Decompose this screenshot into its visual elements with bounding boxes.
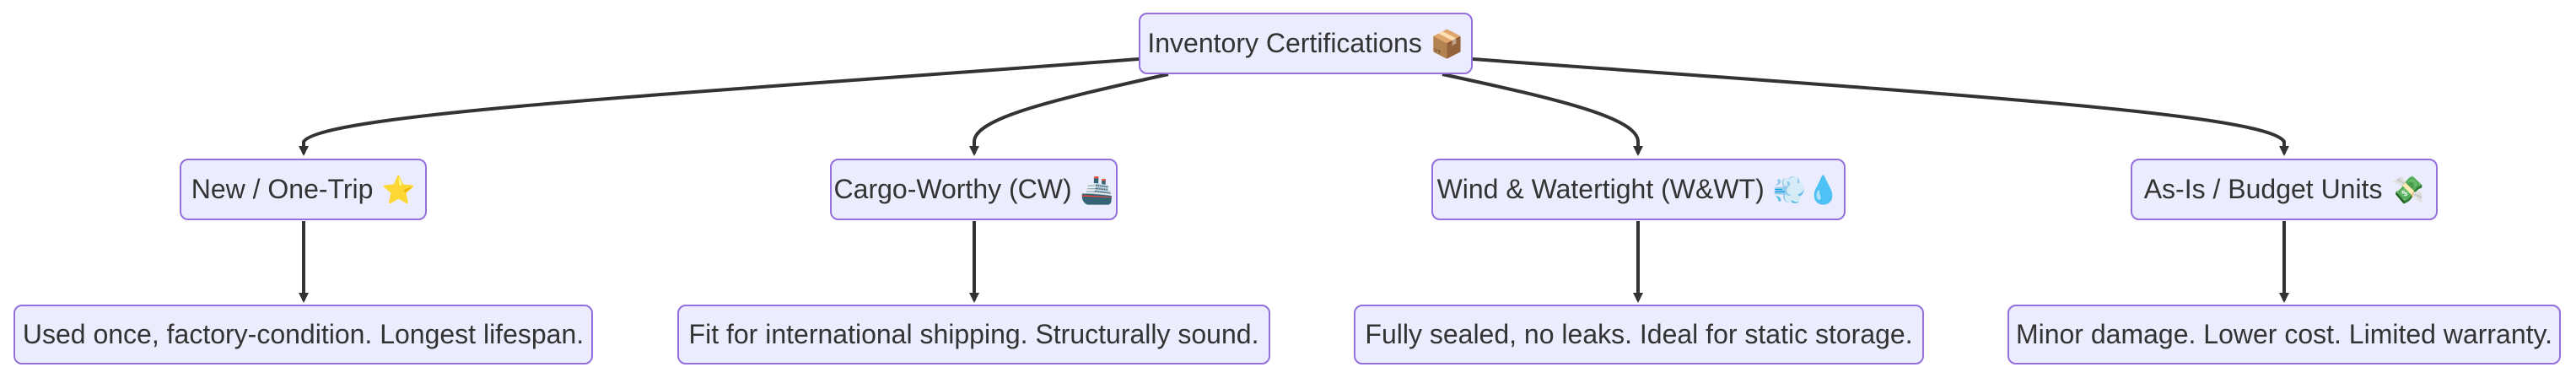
- description-text: Used once, factory-condition. Longest li…: [22, 319, 585, 349]
- root-label: Inventory Certifications: [1147, 28, 1422, 58]
- category-node-cargo-worthy: Cargo-Worthy (CW) 🚢: [830, 159, 1118, 220]
- category-label: Wind & Watertight (W&WT): [1436, 174, 1765, 204]
- category-label: Cargo-Worthy (CW): [833, 174, 1072, 204]
- ship-icon: 🚢: [1080, 174, 1114, 205]
- category-node-as-is: As-Is / Budget Units 💸: [2131, 159, 2438, 220]
- description-node-cargo-worthy: Fit for international shipping. Structur…: [677, 305, 1270, 364]
- edge-root-to-wind-watertight: [1442, 73, 1643, 156]
- edge-root-to-new: [299, 57, 1140, 156]
- description-text: Fit for international shipping. Structur…: [688, 319, 1259, 349]
- description-text: Fully sealed, no leaks. Ideal for static…: [1365, 319, 1913, 349]
- edge-root-to-cargo-worthy: [969, 73, 1169, 156]
- category-label: As-Is / Budget Units: [2143, 174, 2383, 204]
- money-icon: 💸: [2390, 174, 2425, 205]
- description-text: Minor damage. Lower cost. Limited warran…: [2015, 319, 2553, 349]
- package-icon: 📦: [1430, 28, 1464, 59]
- edge-root-to-as-is: [1472, 57, 2289, 156]
- wind-water-icon: 💨💧: [1772, 174, 1840, 205]
- category-label: New / One-Trip: [191, 174, 374, 204]
- root-node: Inventory Certifications 📦: [1139, 13, 1473, 74]
- description-node-as-is: Minor damage. Lower cost. Limited warran…: [2007, 305, 2561, 364]
- category-node-wind-watertight: Wind & Watertight (W&WT) 💨💧: [1431, 159, 1846, 220]
- description-node-new: Used once, factory-condition. Longest li…: [13, 305, 593, 364]
- star-icon: ⭐: [381, 174, 416, 205]
- category-node-new: New / One-Trip ⭐: [180, 159, 427, 220]
- description-node-wind-watertight: Fully sealed, no leaks. Ideal for static…: [1354, 305, 1924, 364]
